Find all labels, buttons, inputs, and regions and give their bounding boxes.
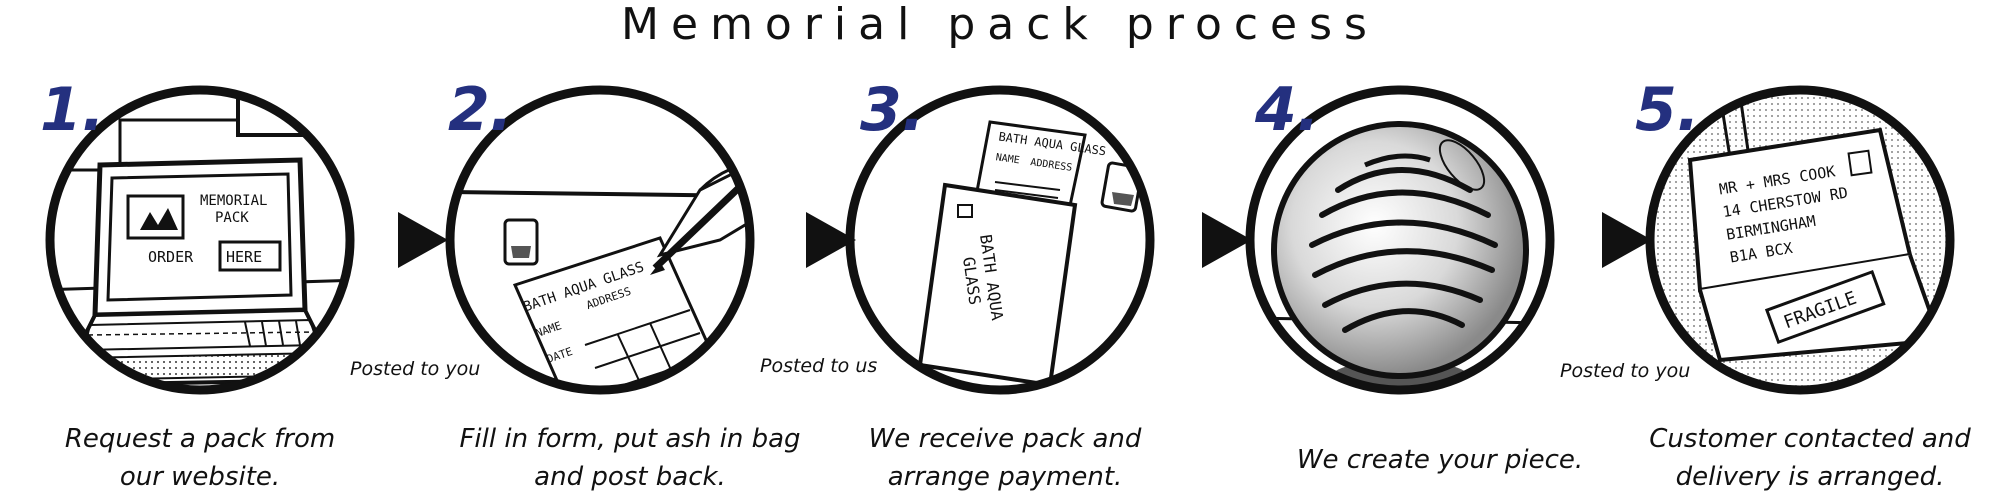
step-number-5: 5. bbox=[1635, 80, 1700, 140]
screen-text-line2: PACK bbox=[215, 210, 249, 226]
step-number-1: 1. bbox=[40, 80, 105, 140]
connector-label-2: Posted to us bbox=[760, 355, 877, 377]
screen-text-order: ORDER bbox=[148, 248, 194, 266]
step-caption-4: We create your piece. bbox=[1290, 441, 1590, 479]
connector-arrow-3 bbox=[1202, 212, 1252, 268]
step-caption-1: Request a pack from our website. bbox=[55, 420, 345, 496]
step-number-3: 3. bbox=[860, 80, 925, 140]
step-number-2: 2. bbox=[448, 80, 513, 140]
screen-text-here: HERE bbox=[226, 248, 262, 266]
connector-label-1: Posted to you bbox=[350, 358, 480, 380]
connector-arrow-4 bbox=[1602, 212, 1652, 268]
step-caption-5: Customer contacted and delivery is arran… bbox=[1640, 420, 1980, 496]
step-caption-2: Fill in form, put ash in bag and post ba… bbox=[455, 420, 805, 496]
screen-text-line1: MEMORIAL bbox=[200, 193, 267, 209]
connector-arrow-1 bbox=[398, 212, 448, 268]
step-number-4: 4. bbox=[1255, 80, 1320, 140]
step-caption-3: We receive pack and arrange payment. bbox=[860, 420, 1150, 496]
connector-label-4: Posted to you bbox=[1560, 360, 1690, 382]
